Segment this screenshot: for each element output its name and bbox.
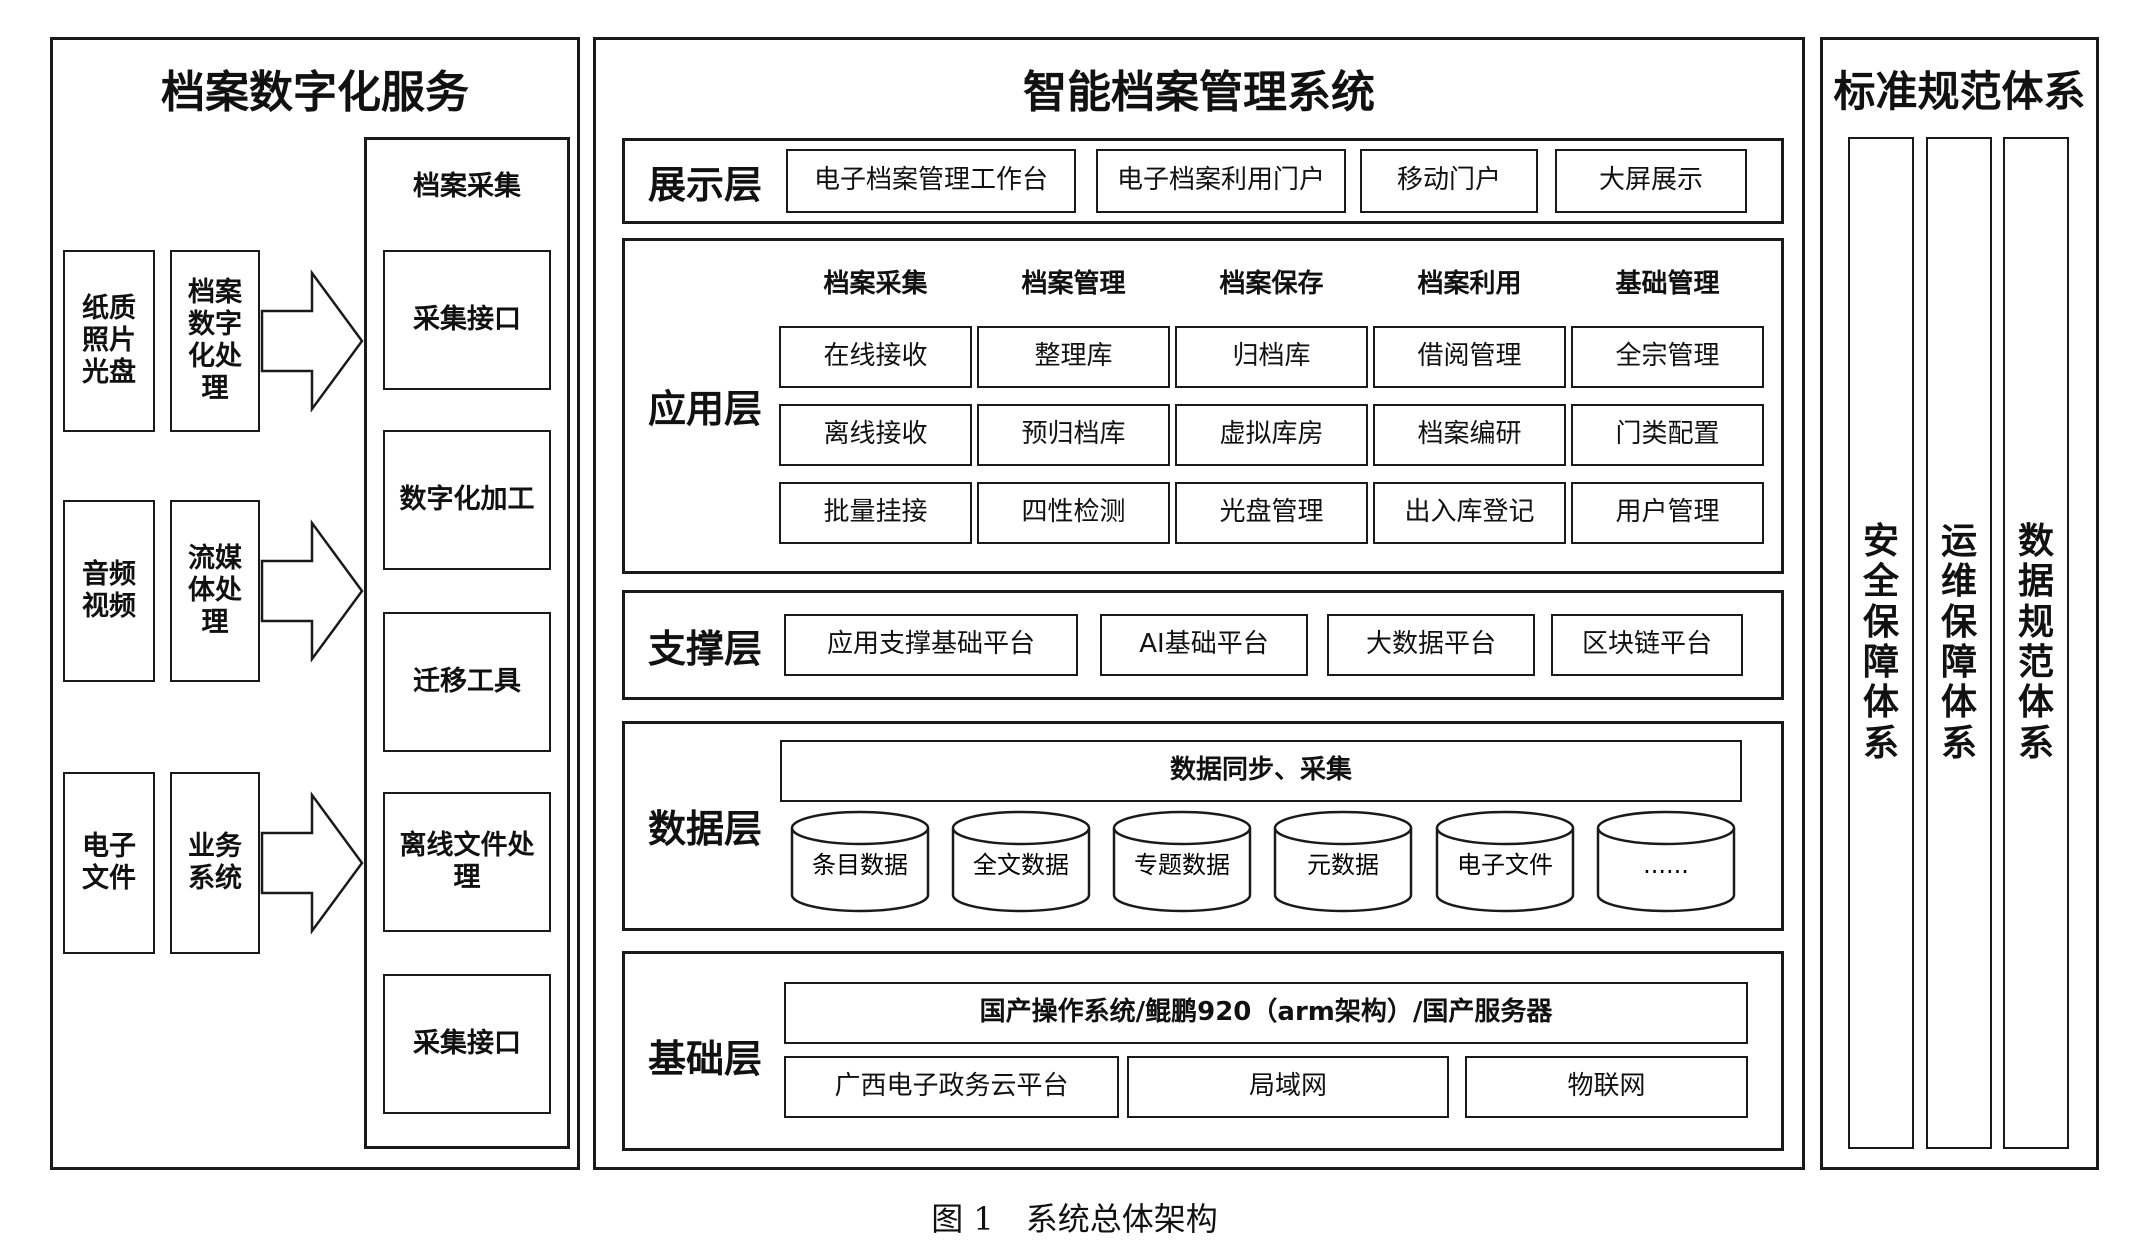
display-item-1: 电子档案利用门户 <box>1096 149 1346 213</box>
data-layer-label: 数据层 <box>647 806 762 851</box>
source-box-1: 音频视频 <box>63 500 155 682</box>
app-column-head-0: 档案采集 <box>823 268 928 299</box>
support-item-0: 应用支撑基础平台 <box>784 614 1078 676</box>
data-sync-banner: 数据同步、采集 <box>780 740 1742 802</box>
base-item-2: 物联网 <box>1465 1056 1748 1118</box>
data-store-4: 电子文件 <box>1435 810 1575 913</box>
support-item-1: AI基础平台 <box>1100 614 1308 676</box>
collect-item-2: 迁移工具 <box>383 612 551 752</box>
data-store-label-1: 全文数据 <box>973 851 1069 879</box>
app-cell-4-2: 用户管理 <box>1571 482 1764 544</box>
source-box-0: 纸质照片光盘 <box>63 250 155 432</box>
data-store-label-4: 电子文件 <box>1457 851 1553 879</box>
app-cell-3-1: 档案编研 <box>1373 404 1566 466</box>
app-layer-label: 应用层 <box>647 386 762 431</box>
collect-panel-title: 档案采集 <box>413 170 521 202</box>
display-layer-label: 展示层 <box>647 162 762 207</box>
app-cell-0-1: 离线接收 <box>779 404 972 466</box>
support-item-2: 大数据平台 <box>1327 614 1535 676</box>
left-panel-title: 档案数字化服务 <box>161 67 469 118</box>
base-os-banner: 国产操作系统/鲲鹏920（arm架构）/国产服务器 <box>784 982 1748 1044</box>
app-cell-1-1: 预归档库 <box>977 404 1170 466</box>
support-layer-label: 支撑层 <box>647 626 762 671</box>
collect-item-1: 数字化加工 <box>383 430 551 570</box>
base-layer-label: 基础层 <box>647 1036 762 1081</box>
collect-item-4: 采集接口 <box>383 974 551 1114</box>
app-column-head-4: 基础管理 <box>1615 268 1720 299</box>
right-panel-title: 标准规范体系 <box>1833 66 2086 116</box>
flow-arrow-2 <box>260 791 364 935</box>
process-box-0: 档案数字化处理 <box>170 250 260 432</box>
display-item-3: 大屏展示 <box>1555 149 1747 213</box>
figure-caption: 图 1 系统总体架构 <box>931 1200 1218 1238</box>
app-column-head-3: 档案利用 <box>1417 268 1522 299</box>
data-store-5: ...... <box>1596 810 1736 913</box>
display-item-0: 电子档案管理工作台 <box>786 149 1076 213</box>
data-store-label-2: 专题数据 <box>1134 851 1230 879</box>
app-cell-0-2: 批量挂接 <box>779 482 972 544</box>
data-store-label-0: 条目数据 <box>812 851 908 879</box>
process-box-1: 流媒体处理 <box>170 500 260 682</box>
base-item-0: 广西电子政务云平台 <box>784 1056 1119 1118</box>
app-cell-4-0: 全宗管理 <box>1571 326 1764 388</box>
app-cell-2-0: 归档库 <box>1175 326 1368 388</box>
pillar-0: 安全保障体系 <box>1848 137 1914 1149</box>
app-column-head-1: 档案管理 <box>1021 268 1126 299</box>
app-cell-1-2: 四性检测 <box>977 482 1170 544</box>
collect-item-3: 离线文件处理 <box>383 792 551 932</box>
data-store-2: 专题数据 <box>1112 810 1252 913</box>
app-cell-3-0: 借阅管理 <box>1373 326 1566 388</box>
data-store-3: 元数据 <box>1273 810 1413 913</box>
data-store-1: 全文数据 <box>951 810 1091 913</box>
app-cell-3-2: 出入库登记 <box>1373 482 1566 544</box>
display-item-2: 移动门户 <box>1360 149 1538 213</box>
flow-arrow-0 <box>260 269 364 413</box>
flow-arrow-1 <box>260 519 364 663</box>
center-panel-title: 智能档案管理系统 <box>1023 67 1375 118</box>
support-item-3: 区块链平台 <box>1551 614 1743 676</box>
app-cell-2-1: 虚拟库房 <box>1175 404 1368 466</box>
data-store-label-5: ...... <box>1643 851 1689 879</box>
collect-item-0: 采集接口 <box>383 250 551 390</box>
app-cell-2-2: 光盘管理 <box>1175 482 1368 544</box>
data-store-0: 条目数据 <box>790 810 930 913</box>
source-box-2: 电子文件 <box>63 772 155 954</box>
app-cell-4-1: 门类配置 <box>1571 404 1764 466</box>
data-store-label-3: 元数据 <box>1307 851 1379 879</box>
app-cell-0-0: 在线接收 <box>779 326 972 388</box>
app-column-head-2: 档案保存 <box>1219 268 1324 299</box>
base-item-1: 局域网 <box>1127 1056 1449 1118</box>
pillar-2: 数据规范体系 <box>2003 137 2069 1149</box>
process-box-2: 业务系统 <box>170 772 260 954</box>
app-cell-1-0: 整理库 <box>977 326 1170 388</box>
pillar-1: 运维保障体系 <box>1926 137 1992 1149</box>
